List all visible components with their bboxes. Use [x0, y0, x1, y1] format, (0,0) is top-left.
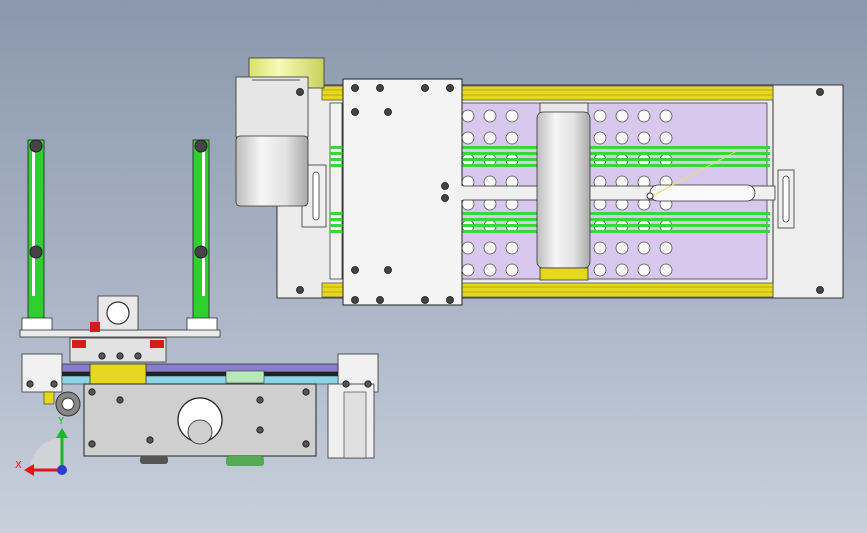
- x-axis-label: X: [15, 460, 22, 471]
- axis-triad: X Y: [15, 416, 68, 476]
- front-view: [19, 139, 379, 466]
- front-bolts: [26, 352, 372, 448]
- y-axis-label: Y: [57, 416, 65, 427]
- right-arm: [186, 139, 218, 335]
- carriage-plate: [342, 78, 463, 306]
- carriage-bolts: [296, 84, 824, 304]
- top-view: [235, 57, 844, 306]
- left-arm: [21, 139, 53, 335]
- z-axis-dot: [57, 465, 67, 475]
- roller: [536, 102, 591, 281]
- stepper-motor-top: [235, 57, 325, 207]
